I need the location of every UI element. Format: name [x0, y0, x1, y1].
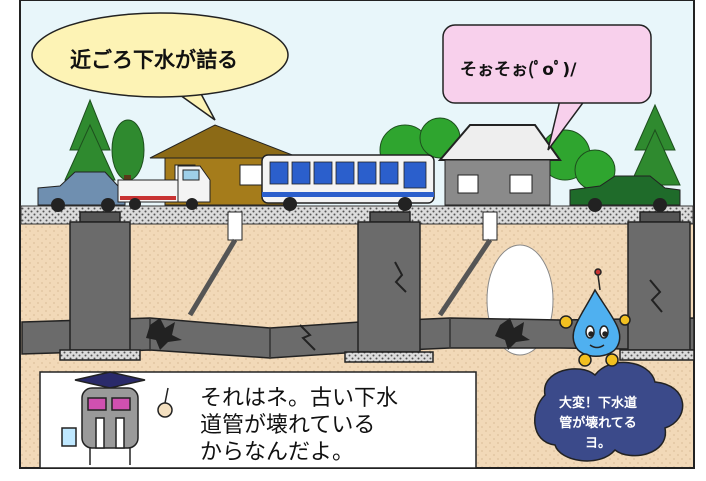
mentor-line: からなんだよ。: [200, 440, 355, 465]
crack-icon: [146, 318, 530, 350]
drop-line: 大変！下水道: [558, 396, 637, 411]
manhole-shaft: [59, 211, 141, 361]
drop-line: 管が壊れてる: [559, 416, 637, 431]
bus-icon: [261, 154, 435, 211]
truck-icon: [117, 165, 211, 210]
mentor-line: それはネ。古い下水: [200, 386, 399, 411]
thought-cloud: [534, 361, 684, 462]
car-icon: [569, 175, 681, 212]
speech-right-text: そぉそぉ(ﾟoﾟ)/: [460, 60, 577, 80]
speech-left-text: 近ごろ下水が詰る: [70, 48, 238, 72]
mentor-line: 道管が壊れている: [200, 413, 376, 438]
manhole-shaft: [619, 211, 695, 361]
road: [20, 205, 694, 225]
car-icon: [37, 171, 126, 212]
speech-bubble-left: [31, 12, 289, 121]
mentor-character: [61, 371, 173, 465]
house-icon: [437, 124, 562, 206]
water-drop-character: [559, 268, 631, 367]
speech-bubble-right: [442, 24, 652, 151]
manhole-shaft: [344, 211, 434, 363]
drop-line: ヨ。: [584, 436, 611, 451]
